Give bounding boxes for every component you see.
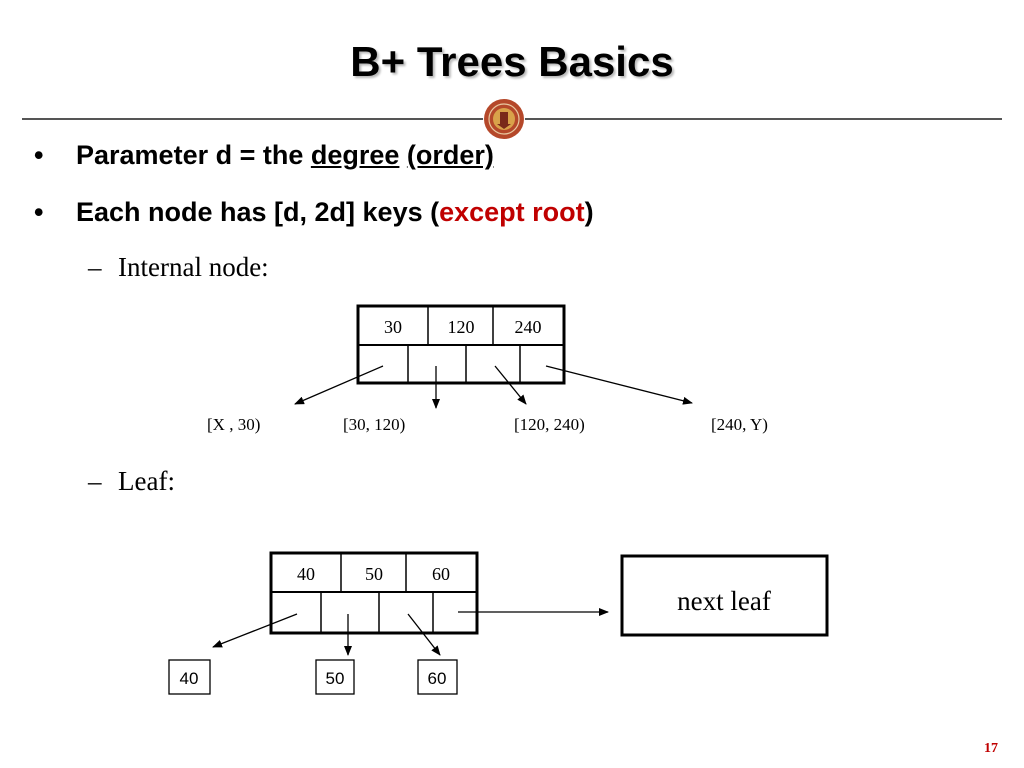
term-degree: degree bbox=[310, 140, 400, 170]
university-seal-icon bbox=[483, 98, 525, 140]
leaf-node: 40 50 60 bbox=[269, 551, 479, 635]
range-label: [240, Y) bbox=[711, 415, 768, 434]
page-number: 17 bbox=[984, 741, 998, 756]
slide-title: B+ Trees Basics bbox=[350, 38, 674, 85]
record-box bbox=[315, 659, 355, 695]
except-root-highlight: except root bbox=[439, 197, 585, 227]
record-arrow bbox=[407, 613, 441, 656]
sub-bullet-internal: –Internal node: bbox=[88, 252, 269, 283]
internal-node-label: Internal node: bbox=[118, 252, 269, 282]
record-value: 40 bbox=[180, 669, 199, 688]
next-leaf-box bbox=[620, 554, 829, 637]
bullet-text: Parameter d = the bbox=[76, 140, 311, 170]
sub-bullet-leaf: –Leaf: bbox=[88, 466, 175, 497]
dash-icon: – bbox=[88, 252, 102, 282]
pointer-arrow bbox=[545, 365, 693, 405]
leaf-key: 40 bbox=[297, 564, 315, 584]
internal-key: 240 bbox=[515, 317, 542, 337]
next-leaf-label: next leaf bbox=[677, 586, 771, 616]
bullet-text-end: ) bbox=[584, 197, 594, 227]
record-arrow bbox=[212, 613, 298, 648]
bullet-text: Each node has [d, 2d] keys ( bbox=[76, 197, 440, 227]
bullet-icon: • bbox=[34, 197, 44, 227]
dash-icon: – bbox=[88, 466, 102, 496]
bullet-keys: • Each node has [d, 2d] keys (except root… bbox=[34, 197, 594, 228]
record-box bbox=[417, 659, 458, 695]
leaf-key: 50 bbox=[365, 564, 383, 584]
record-box bbox=[168, 659, 211, 695]
pointer-arrow bbox=[294, 365, 384, 405]
record-value: 60 bbox=[428, 669, 447, 688]
internal-key: 120 bbox=[448, 317, 475, 337]
range-label: [120, 240) bbox=[514, 415, 585, 434]
range-label: [X , 30) bbox=[207, 415, 261, 434]
range-label: [30, 120) bbox=[343, 415, 406, 434]
term-order: (order) bbox=[406, 140, 494, 170]
bullet-degree: • Parameter d = the degree (order) bbox=[34, 140, 494, 171]
internal-key: 30 bbox=[384, 317, 402, 337]
leaf-key: 60 bbox=[432, 564, 450, 584]
pointer-arrow bbox=[494, 365, 527, 405]
internal-node: 30 120 240 bbox=[356, 304, 566, 385]
leaf-label: Leaf: bbox=[118, 466, 175, 496]
record-value: 50 bbox=[326, 669, 345, 688]
bullet-icon: • bbox=[34, 140, 44, 170]
